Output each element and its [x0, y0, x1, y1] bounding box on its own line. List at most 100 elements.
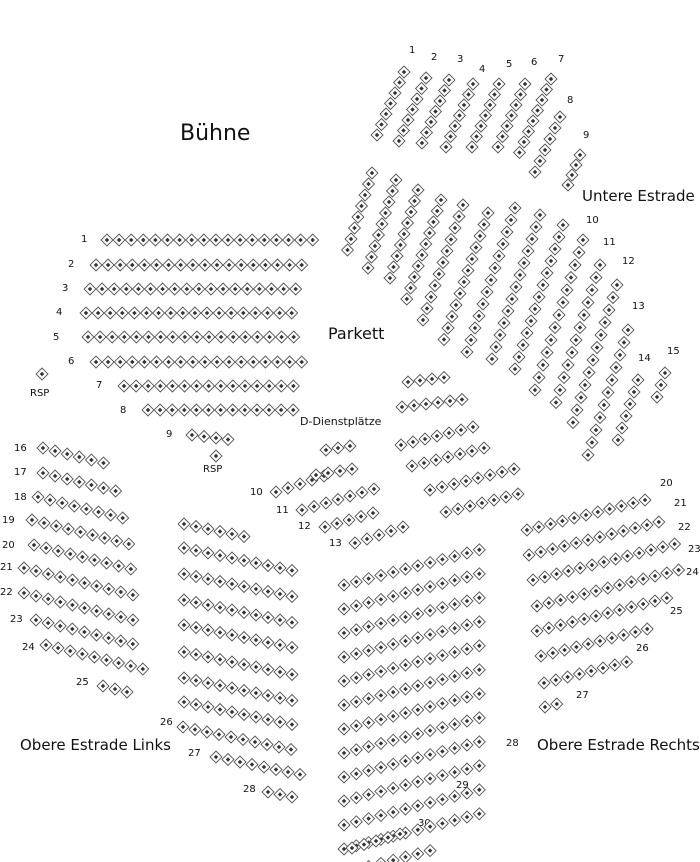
seat-parkett[interactable] [188, 306, 202, 320]
seat-parkett[interactable] [257, 233, 271, 247]
seat-obere-estrade-rechts[interactable] [579, 508, 593, 522]
seat-obere-estrade-mitte[interactable] [398, 610, 413, 624]
seat-obere-estrade-mitte[interactable] [349, 695, 363, 709]
seat-untere-estrade[interactable] [606, 290, 620, 305]
seat-obere-estrade-rechts[interactable] [589, 609, 603, 623]
seat-obere-estrade-mitte[interactable] [398, 586, 413, 600]
seat-untere-estrade[interactable] [464, 333, 478, 347]
seat-obere-estrade-links[interactable] [65, 622, 79, 636]
seat-obere-estrade-links[interactable] [176, 720, 190, 734]
seat-parkett[interactable] [221, 432, 235, 447]
seat-obere-estrade-links[interactable] [261, 662, 275, 677]
seat-obere-estrade-rechts[interactable] [526, 573, 540, 587]
seat-untere-estrade[interactable] [627, 385, 641, 399]
seat-parkett[interactable] [384, 524, 398, 538]
seat-untere-estrade[interactable] [437, 83, 452, 98]
seat-untere-estrade[interactable] [540, 266, 554, 280]
seat-untere-estrade[interactable] [610, 278, 624, 292]
seat-parkett[interactable] [93, 330, 107, 344]
seat-obere-estrade-links[interactable] [225, 527, 239, 541]
seat-untere-estrade[interactable] [361, 261, 375, 275]
seat-obere-estrade-mitte[interactable] [374, 808, 388, 822]
seat-parkett[interactable] [186, 355, 200, 369]
seat-untere-estrade[interactable] [589, 423, 603, 437]
seat-obere-estrade-links[interactable] [73, 525, 87, 539]
seat-untere-estrade[interactable] [383, 96, 398, 111]
seat-obere-estrade-links[interactable] [75, 550, 89, 564]
seat-untere-estrade[interactable] [440, 244, 454, 258]
seat-untere-estrade[interactable] [543, 132, 557, 146]
seat-parkett[interactable] [274, 379, 288, 393]
seat-untere-estrade[interactable] [477, 217, 491, 232]
seat-obere-estrade-mitte[interactable] [472, 591, 486, 605]
seat-untere-estrade[interactable] [538, 143, 552, 157]
seat-obere-estrade-rechts[interactable] [577, 587, 591, 601]
seat-obere-estrade-links[interactable] [285, 640, 299, 655]
seat-obere-estrade-mitte[interactable] [386, 565, 400, 579]
seat-parkett[interactable] [209, 431, 223, 445]
seat-obere-estrade-links[interactable] [261, 558, 275, 573]
seat-parkett[interactable] [319, 496, 333, 510]
seat-obere-estrade-mitte[interactable] [362, 764, 376, 778]
seat-obere-estrade-mitte[interactable] [337, 818, 351, 832]
seat-untere-estrade[interactable] [572, 245, 586, 260]
seat-d-dienstplatz[interactable] [321, 466, 335, 480]
seat-d-dienstplatz[interactable] [319, 443, 333, 457]
seat-parkett[interactable] [192, 282, 206, 296]
seat-obere-estrade-rechts[interactable] [550, 567, 564, 581]
seat-obere-estrade-links[interactable] [98, 531, 112, 545]
seat-obere-estrade-mitte[interactable] [411, 631, 425, 645]
seat-obere-estrade-mitte[interactable] [357, 837, 371, 852]
seat-parkett[interactable] [216, 282, 230, 296]
seat-parkett[interactable] [153, 379, 167, 393]
seat-obere-estrade-rechts[interactable] [573, 561, 587, 575]
seat-obere-estrade-mitte[interactable] [386, 613, 400, 627]
seat-untere-estrade[interactable] [564, 270, 578, 285]
seat-parkett[interactable] [264, 282, 279, 296]
seat-untere-estrade[interactable] [481, 206, 495, 220]
seat-obere-estrade-mitte[interactable] [398, 802, 413, 816]
seat-d-dienstplatz[interactable] [423, 483, 437, 497]
seat-untere-estrade[interactable] [570, 403, 584, 417]
seat-obere-estrade-mitte[interactable] [411, 775, 425, 789]
seat-obere-estrade-mitte[interactable] [448, 573, 462, 587]
seat-obere-estrade-links[interactable] [269, 762, 283, 777]
seat-obere-estrade-rechts[interactable] [638, 493, 652, 507]
seat-obere-estrade-rechts[interactable] [530, 624, 544, 638]
seat-untere-estrade[interactable] [340, 243, 355, 257]
seat-obere-estrade-mitte[interactable] [423, 652, 437, 666]
seat-obere-estrade-links[interactable] [260, 737, 274, 752]
seat-parkett[interactable] [214, 330, 228, 344]
seat-obere-estrade-links[interactable] [249, 710, 263, 724]
seat-untere-estrade[interactable] [528, 165, 542, 179]
seat-untere-estrade[interactable] [512, 145, 527, 160]
seat-parkett[interactable] [277, 282, 291, 296]
seat-obere-estrade-links[interactable] [63, 644, 77, 658]
seat-parkett[interactable] [222, 355, 236, 369]
seat-d-dienstplatz[interactable] [331, 441, 345, 455]
seat-obere-estrade-mitte[interactable] [472, 735, 486, 749]
seat-obere-estrade-links[interactable] [237, 529, 251, 544]
seat-untere-estrade[interactable] [489, 340, 503, 354]
seat-untere-estrade[interactable] [420, 301, 434, 316]
seat-obere-estrade-rechts[interactable] [614, 499, 628, 513]
seat-obere-estrade-links[interactable] [189, 569, 203, 584]
seat-parkett[interactable] [153, 403, 167, 417]
seat-untere-estrade[interactable] [513, 268, 527, 282]
seat-obere-estrade-links[interactable] [213, 524, 227, 539]
seat-obere-estrade-links[interactable] [17, 586, 31, 600]
seat-obere-estrade-mitte[interactable] [411, 703, 425, 717]
seat-untere-estrade[interactable] [530, 103, 545, 118]
seat-d-dienstplatz[interactable] [507, 462, 521, 476]
seat-untere-estrade[interactable] [449, 298, 463, 312]
seat-untere-estrade[interactable] [560, 283, 574, 297]
seat-parkett[interactable] [238, 330, 252, 344]
seat-parkett[interactable] [295, 258, 309, 272]
seat-parkett[interactable] [295, 503, 309, 517]
seat-obere-estrade-rechts[interactable] [534, 649, 548, 663]
seat-obere-estrade-links[interactable] [41, 567, 55, 581]
seat-parkett[interactable] [202, 330, 216, 344]
seat-obere-estrade-links[interactable] [99, 653, 114, 667]
seat-d-dienstplatz[interactable] [405, 459, 419, 473]
seat-untere-estrade[interactable] [565, 168, 579, 182]
